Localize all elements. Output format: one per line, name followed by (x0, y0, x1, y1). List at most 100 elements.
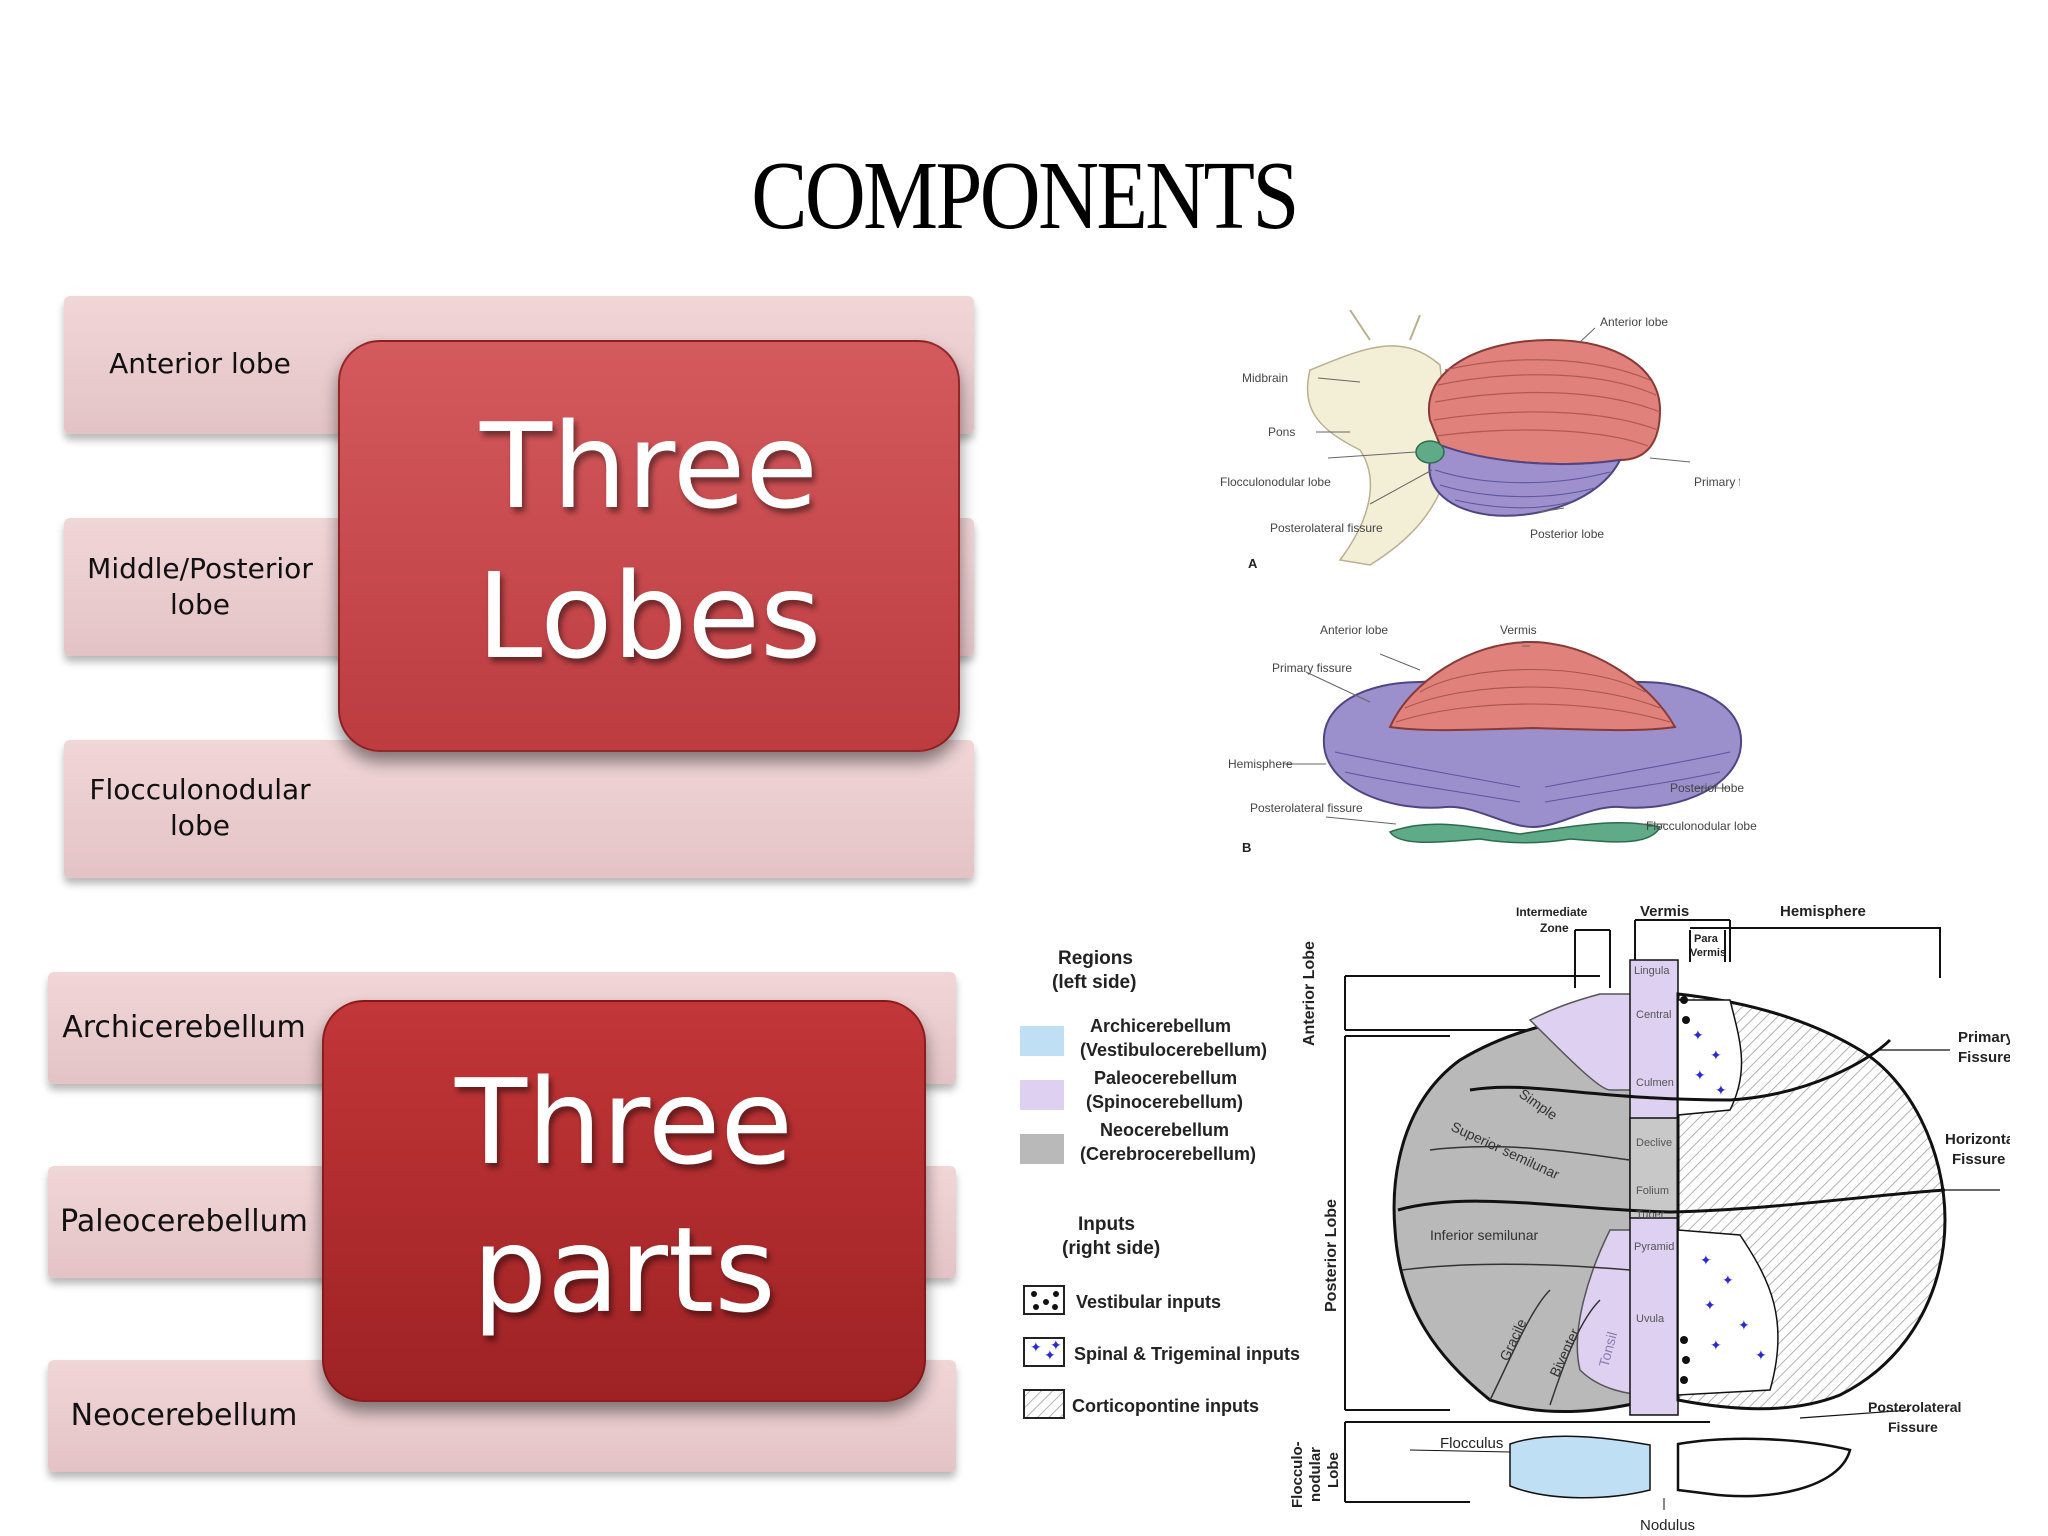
legend-paleo-2: (Spinocerebellum) (1086, 1092, 1243, 1112)
figure-a-label-midbrain: Midbrain (1242, 371, 1288, 385)
part-label-paleocerebellum: Paleocerebellum (60, 1204, 308, 1239)
svg-text:✦: ✦ (1715, 1082, 1727, 1098)
side-label-posterior: Posterior Lobe (1323, 1199, 1340, 1312)
cerebellum-left-paleo-ant (1528, 993, 1651, 1091)
legend-neo-2: (Cerebrocerebellum) (1080, 1144, 1256, 1164)
figure-b-leader-lines (1284, 645, 1730, 825)
legend-swatch-spinal (1023, 1337, 1065, 1367)
vermis-label-central: Central (1636, 1009, 1671, 1021)
svg-text:✦: ✦ (1710, 1337, 1722, 1353)
right-label-posterolateral: Posterolateral (1868, 1399, 1961, 1415)
legend-swatch-archi (1020, 1026, 1064, 1056)
legend-archi-2: (Vestibulocerebellum) (1080, 1040, 1267, 1060)
part-label-neocerebellum: Neocerebellum (70, 1398, 298, 1433)
right-label-horizontal-2: Fissure (1952, 1151, 2005, 1168)
legend-paleo-1: Paleocerebellum (1094, 1068, 1237, 1088)
lobe-label-flocculonodular: Flocculonodular lobe (89, 773, 311, 842)
three-lobes-line2: Lobes (476, 547, 822, 685)
figure-b-label-posterolateral: Posterolateral fissure (1250, 801, 1363, 815)
side-label-lobe: Lobe (1325, 1452, 1342, 1488)
inputs-title-2: (right side) (1062, 1238, 1160, 1259)
legend-vestibular: Vestibular inputs (1076, 1292, 1221, 1312)
svg-text:✦: ✦ (1704, 1297, 1716, 1313)
figure-a-label-pons: Pons (1268, 425, 1295, 439)
figure-b-label-posterior: Posterior lobe (1670, 781, 1744, 795)
three-parts-line1: Three (455, 1053, 793, 1191)
hemi-lobule-lines (1401, 1145, 1631, 1406)
bottom-label-nodulus: Nodulus (1640, 1517, 1695, 1530)
vermis-label-pyramid: Pyramid (1634, 1241, 1674, 1253)
three-lobes-box: Three Lobes (338, 340, 960, 752)
vermis-label-lingula: Lingula (1634, 965, 1670, 977)
hemi-label-inferior: Inferior semilunar (1430, 1227, 1538, 1243)
legend-neo-1: Neocerebellum (1100, 1120, 1229, 1140)
svg-text:✦: ✦ (1050, 1337, 1062, 1353)
svg-text:✦: ✦ (1738, 1317, 1750, 1333)
side-label-anterior: Anterior Lobe (1301, 941, 1318, 1046)
figure-b-label-flocculonodular: Flocculonodular lobe (1646, 819, 1757, 833)
svg-text:✦: ✦ (1710, 1047, 1722, 1063)
figure-a-leader-lines (1316, 327, 1691, 513)
figure-b-label-anterior: Anterior lobe (1320, 623, 1388, 637)
spinal-inputs-marks: ✦✦✦✦ ✦✦✦✦✦✦ (1692, 1027, 1767, 1363)
figure-b-dorsal-cerebellum: Anterior lobe Vermis Primary fissure Hem… (1228, 623, 1757, 855)
figure-a-label-flocculonodular: Flocculonodular lobe (1220, 475, 1331, 489)
legend-swatch-neo (1020, 1134, 1064, 1164)
figure-a-label-primary: Primary fissure (1694, 475, 1740, 489)
top-label-intermediate: Intermediate (1516, 905, 1588, 919)
lobe-label-posterior: Middle/Posterior lobe (87, 552, 313, 621)
vermis-mid-gray (1629, 1117, 1679, 1219)
part-label-archicerebellum: Archicerebellum (62, 1010, 306, 1045)
inputs-legend: Inputs (right side) Vestibular inputs ✦✦… (1023, 1214, 1300, 1419)
figure-a-label-posterolateral: Posterolateral fissure (1270, 521, 1383, 535)
figure-b-letter: B (1242, 840, 1251, 855)
figure-b-label-hemisphere: Hemisphere (1228, 757, 1293, 771)
figure-a-lateral-cerebellum: Anterior lobe Midbrain Pons Flocculonodu… (1220, 310, 1740, 571)
slide-title: COMPONENTS (751, 142, 1299, 250)
figure-a-posterior-folia (1434, 469, 1611, 509)
side-brackets (1344, 975, 1710, 1503)
right-label-primary-2: Fissure (1958, 1049, 2010, 1066)
svg-text:✦: ✦ (1044, 1347, 1056, 1363)
svg-text:✦: ✦ (1692, 1027, 1704, 1043)
top-label-vermis: Vermis (1640, 903, 1689, 920)
legend-spinal: Spinal & Trigeminal inputs (1074, 1344, 1300, 1364)
bottom-label-flocculus: Flocculus (1440, 1435, 1503, 1452)
top-label-hemisphere: Hemisphere (1780, 903, 1866, 920)
top-label-zone: Zone (1540, 921, 1569, 935)
figure-b-label-primary: Primary fissure (1272, 661, 1352, 675)
regions-title-2: (left side) (1052, 972, 1136, 993)
flocculus-shape (1509, 1435, 1651, 1499)
svg-text:✦: ✦ (1030, 1339, 1042, 1355)
legend-corticopontine: Corticopontine inputs (1072, 1396, 1259, 1416)
top-label-paravermis: Vermis (1690, 947, 1726, 959)
vermis-label-declive: Declive (1636, 1137, 1672, 1149)
figure-a-letter: A (1248, 556, 1258, 571)
top-label-para: Para (1694, 933, 1719, 945)
figure-b-posterior-folia (1334, 751, 1731, 803)
lobe-bar-flocculonodular (64, 740, 974, 878)
figure-b-label-vermis: Vermis (1500, 623, 1537, 637)
cerebellum-right-spinal-zone (1677, 999, 1743, 1116)
cerebellum-right-spinal-zone-post (1677, 1229, 1779, 1396)
regions-legend: Regions (left side) Archicerebellum (Ves… (1020, 948, 1267, 1164)
vermis-label-culmen: Culmen (1636, 1077, 1674, 1089)
side-label-nodular: nodular (1307, 1447, 1324, 1502)
fissure-lines (1397, 1038, 1946, 1214)
nodulus-right-shape (1676, 1437, 1852, 1498)
legend-swatch-corticopontine (1023, 1389, 1065, 1419)
figure-a-folia (1433, 359, 1661, 447)
svg-text:✦: ✦ (1722, 1272, 1734, 1288)
svg-text:✦: ✦ (1755, 1347, 1767, 1363)
regions-title-1: Regions (1058, 948, 1133, 969)
figure-a-label-anterior: Anterior lobe (1600, 315, 1668, 329)
figure-b-folia (1395, 668, 1671, 723)
side-label-flocculo: Flocculo- (1289, 1441, 1306, 1508)
vermis-label-tuber: Tuber (1636, 1209, 1665, 1221)
svg-text:✦: ✦ (1694, 1067, 1706, 1083)
legend-archi-1: Archicerebellum (1090, 1016, 1231, 1036)
right-label-posterolateral-2: Fissure (1888, 1419, 1938, 1435)
inputs-title-1: Inputs (1078, 1214, 1135, 1235)
legend-swatch-paleo (1020, 1080, 1064, 1110)
right-label-primary: Primary (1958, 1029, 2010, 1046)
